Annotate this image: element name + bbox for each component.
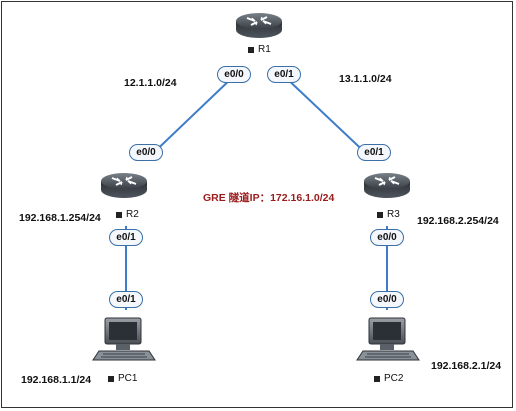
router-r3-label: R3 xyxy=(377,209,400,221)
router-r1-label: R1 xyxy=(248,44,271,56)
link-r1-r3 xyxy=(282,74,374,161)
network-r1-r3-label: 13.1.1.0/24 xyxy=(339,73,392,85)
network-r1-r2-label: 12.1.1.0/24 xyxy=(124,77,177,89)
r3-interface-e0-0[interactable]: e0/0 xyxy=(370,229,404,246)
r2-interface-e0-0[interactable]: e0/0 xyxy=(129,144,163,161)
router-r1-name: R1 xyxy=(258,44,271,55)
r3-interface-e0-1[interactable]: e0/1 xyxy=(357,144,391,161)
device-marker xyxy=(116,212,122,218)
device-marker xyxy=(248,47,254,53)
pc2-interface-e0-0[interactable]: e0/0 xyxy=(370,291,404,308)
device-marker xyxy=(377,212,383,218)
gre-tunnel-label: GRE 隧道IP：172.16.1.0/24 xyxy=(203,192,335,204)
r1-interface-e0-0[interactable]: e0/0 xyxy=(217,66,251,83)
pc1-interface-e0-1[interactable]: e0/1 xyxy=(109,291,143,308)
router-r2-icon[interactable] xyxy=(101,173,147,198)
device-marker xyxy=(374,376,380,382)
r3-lan-address: 192.168.2.254/24 xyxy=(417,215,499,227)
router-r3-icon[interactable] xyxy=(364,173,410,198)
pc2-icon[interactable] xyxy=(356,317,420,361)
pc2-name: PC2 xyxy=(384,373,404,384)
pc2-label: PC2 xyxy=(374,373,403,385)
pc1-address: 192.168.1.1/24 xyxy=(21,374,92,386)
pc2-address: 192.168.2.1/24 xyxy=(431,360,502,372)
pc1-label: PC1 xyxy=(108,373,137,385)
device-marker xyxy=(108,376,114,382)
router-r2-name: R2 xyxy=(126,209,139,220)
router-r2-label: R2 xyxy=(116,209,139,221)
pc1-icon[interactable] xyxy=(92,317,156,361)
router-r1-icon[interactable] xyxy=(236,13,282,38)
r2-interface-e0-1[interactable]: e0/1 xyxy=(109,229,143,246)
r2-lan-address: 192.168.1.254/24 xyxy=(19,212,101,224)
r1-interface-e0-1[interactable]: e0/1 xyxy=(267,66,301,83)
router-r3-name: R3 xyxy=(387,209,400,220)
pc1-name: PC1 xyxy=(118,373,138,384)
